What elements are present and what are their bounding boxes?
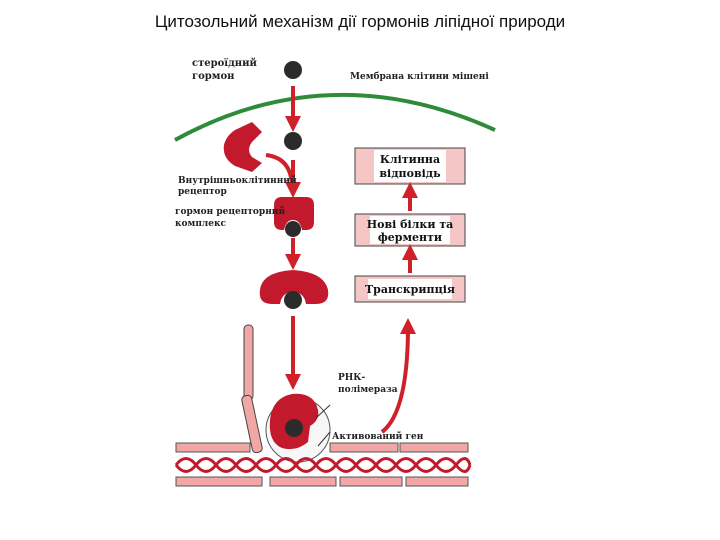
complex-hormone-dot <box>285 221 301 237</box>
box-proteins-inner <box>370 216 450 244</box>
label-hormone-2: гормон <box>192 71 234 82</box>
box-response-text-1: Клітинна <box>380 153 440 166</box>
label-complex-2: комплекс <box>175 219 226 229</box>
dna-helix-b <box>174 457 472 473</box>
active-gene-pointer <box>317 431 331 447</box>
complex-shape <box>274 197 314 230</box>
box-proteins-text-1: Нові білки та <box>367 218 454 231</box>
arrow-receptor-path <box>265 153 294 189</box>
chromatin-rod-upper <box>243 324 254 401</box>
label-hormone-1: стероїдний <box>192 58 258 69</box>
box-response-inner <box>374 150 446 182</box>
activated-hormone-dot <box>284 291 302 309</box>
label-membrane: Мембрана клітини мішені <box>350 71 489 82</box>
box-response-text-2: відповідь <box>379 167 441 180</box>
chromatin-rod-lower <box>241 394 263 454</box>
cell-membrane <box>174 92 496 142</box>
arrow-transcription <box>380 318 416 434</box>
box-proteins-text-2: ферменти <box>378 231 442 244</box>
label-complex-1: гормон рецепторний <box>175 206 285 217</box>
hormone-dot-inside <box>284 132 302 150</box>
receptor-shape <box>223 122 262 172</box>
box-transcription-text: Транскрипція <box>365 283 455 296</box>
label-rna-pol-1: РНК- <box>338 373 365 383</box>
rna-pol-pointer <box>315 404 331 419</box>
activated-complex-shape <box>259 270 329 304</box>
hormone-dot-outside <box>284 61 302 79</box>
dna-helix-a <box>174 457 472 473</box>
label-active-gene: Активований ген <box>332 431 424 442</box>
dna-strands <box>175 442 469 487</box>
label-receptor-1: Внутрішньоклітинний <box>178 175 297 186</box>
label-rna-pol-2: полімераза <box>338 385 398 395</box>
box-transcription-inner <box>368 279 452 299</box>
bound-hormone-dot <box>285 419 303 437</box>
label-receptor-2: рецептор <box>178 187 227 197</box>
page-title: Цитозольний механізм дії гормонів ліпідн… <box>154 12 566 31</box>
